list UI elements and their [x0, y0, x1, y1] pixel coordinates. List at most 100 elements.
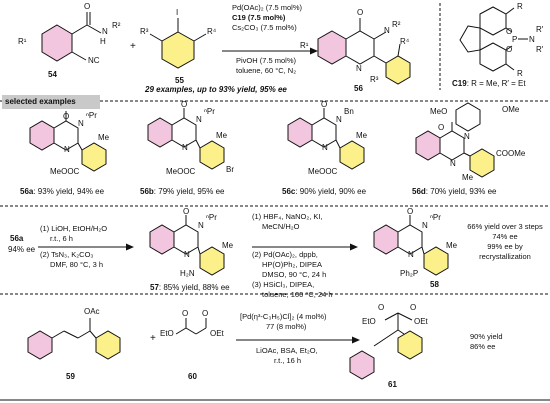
compound-59-label: 59: [66, 372, 75, 381]
atom-o: O: [407, 207, 414, 216]
group-npr: ⁿPr: [206, 213, 217, 222]
atom-o: O: [410, 303, 417, 312]
example-56c-result: 56c: 90% yield, 90% ee: [282, 187, 366, 196]
atom-i: I: [176, 8, 179, 17]
atom-o: O: [183, 207, 190, 216]
compound-55-label: 55: [175, 76, 184, 85]
atom-br: Br: [226, 165, 234, 174]
compound-57-result: 57: 85% yield, 88% ee: [150, 283, 230, 292]
group-me: Me: [446, 241, 458, 250]
group-amine: H₂N: [180, 269, 195, 278]
c19-spiro-core: [459, 25, 481, 53]
atom-n: N: [322, 143, 328, 152]
group-eto: EtO: [160, 329, 174, 338]
scheme2-outcome: 66% yield over 3 steps 74% ee 99% ee by …: [462, 222, 548, 262]
outcome-yield: 66% yield over 3 steps: [467, 222, 543, 231]
product56-benzo-ring: [317, 30, 347, 65]
atom-r4: R⁴: [207, 27, 217, 36]
group-me: Me: [216, 131, 228, 140]
outcome-ee: 86% ee: [470, 342, 496, 351]
ligand-r-groups: : R = Me, R′ = Et: [466, 79, 526, 88]
cond-catalyst: Pd(OAc)₂ (7.5 mol%): [232, 3, 303, 12]
atom-o: O: [438, 123, 445, 132]
cond-temp-time: r.t., 16 h: [274, 356, 302, 365]
group-me: Me: [462, 173, 474, 182]
atom-p: P: [512, 35, 518, 44]
step1-conditions: r.t., 6 h: [50, 234, 73, 243]
compound-56-label: 56: [354, 84, 363, 93]
example-56a-label: 56a: [20, 187, 34, 196]
atom-r3: R³: [370, 75, 379, 84]
group-npr: ⁿPr: [430, 213, 441, 222]
atom-o: O: [378, 303, 385, 312]
atom-n: N: [384, 26, 390, 35]
atom-r2: R²: [112, 21, 121, 30]
compound-57-label: 57: [150, 283, 159, 292]
atom-n: N: [182, 143, 188, 152]
example-56c-yield: : 90% yield, 90% ee: [295, 187, 367, 196]
example-56d-yield: : 70% yield, 93% ee: [425, 187, 497, 196]
selected-examples-header: selected examples: [2, 95, 100, 109]
atom-o: O: [84, 2, 91, 11]
group-ome: OMe: [502, 105, 520, 114]
group-me: Me: [222, 241, 234, 250]
example-56a-yield: : 93% yield, 94% ee: [33, 187, 105, 196]
step5-reagents: (3) HSiCl₃, DIPEA,: [252, 280, 315, 289]
group-npr: ⁿPr: [204, 107, 215, 116]
atom-n: N: [198, 221, 204, 230]
c19-upper-ring: [479, 6, 507, 36]
scheme1-summary: 29 examples, up to 93% yield, 95% ee: [145, 85, 287, 94]
scheme3-conditions-below: LiOAc, BSA, Et₂O, r.t., 16 h: [256, 346, 318, 366]
outcome-recryst: recrystallization: [479, 252, 531, 261]
sm54-benzene-ring: [41, 24, 73, 62]
group-bn: Bn: [344, 107, 354, 116]
atom-r3: R³: [140, 27, 149, 36]
step2-conditions: DMF, 80 °C, 3 h: [50, 260, 104, 269]
scheme2-step1: (1) LiOH, EtOH/H₂O r.t., 6 h: [40, 224, 107, 244]
compound-58-label: 58: [430, 280, 439, 289]
step3-solvent: MeCN/H₂O: [262, 222, 300, 231]
isocyanide-label: NC: [88, 56, 100, 65]
compound-54-label: 54: [48, 70, 57, 79]
sm55-benzene-ring: [161, 31, 195, 69]
group-coome: COOMe: [496, 149, 526, 158]
cond-ligand: C19 (7.5 mol%): [232, 13, 286, 22]
group-oet: OEt: [414, 317, 428, 326]
group-meo: MeO: [430, 107, 448, 116]
scheme3-outcome: 90% yield 86% ee: [470, 332, 503, 352]
arrow1-head: [310, 47, 318, 55]
group-meooc: MeOOC: [308, 167, 338, 176]
atom-n: N: [336, 115, 342, 124]
atom-r: R: [517, 69, 523, 78]
atom-o: O: [202, 309, 209, 318]
scheme2-step3: (1) HBF₄, NaNO₂, KI, MeCN/H₂O: [252, 212, 323, 232]
plus-sign: +: [130, 41, 136, 52]
group-ph2p: Ph₂P: [400, 269, 419, 278]
group-eto: EtO: [362, 317, 376, 326]
example-56a-result: 56a: 93% yield, 94% ee: [20, 187, 104, 196]
atom-n: N: [64, 145, 70, 154]
atom-n: N: [422, 221, 428, 230]
cond-additives: LiOAc, BSA, Et₂O,: [256, 346, 318, 355]
c19-lower-ring: [479, 42, 507, 72]
arrow4-head: [352, 336, 360, 344]
step3-reagents: (1) HBF₄, NaNO₂, KI,: [252, 212, 323, 221]
group-me: Me: [356, 131, 368, 140]
scheme2-step5: (3) HSiCl₃, DIPEA, toluene, 100 °C, 24 h: [252, 280, 333, 300]
group-me: Me: [98, 133, 110, 142]
atom-o: O: [182, 309, 189, 318]
compound-56a-ee: 94% ee: [8, 245, 36, 254]
atom-n: N: [184, 250, 190, 259]
atom-rp: R′: [536, 45, 544, 54]
scheme2-step2: (2) TsN₃, K₂CO₃ DMF, 80 °C, 3 h: [40, 250, 103, 270]
scheme1-conditions-below: PivOH (7.5 mol%) toluene, 60 °C, N₂: [236, 56, 296, 76]
example-56b-result: 56b: 79% yield, 95% ee: [140, 187, 225, 196]
atom-rp: R′: [536, 25, 544, 34]
arrow2-head: [126, 243, 134, 251]
group-oac: OAc: [84, 307, 100, 316]
ligand-c19-label: C19: [452, 79, 467, 88]
outcome-recryst-ee: 99% ee by: [487, 242, 523, 251]
atom-n: N: [196, 115, 202, 124]
group-meooc: MeOOC: [166, 167, 196, 176]
